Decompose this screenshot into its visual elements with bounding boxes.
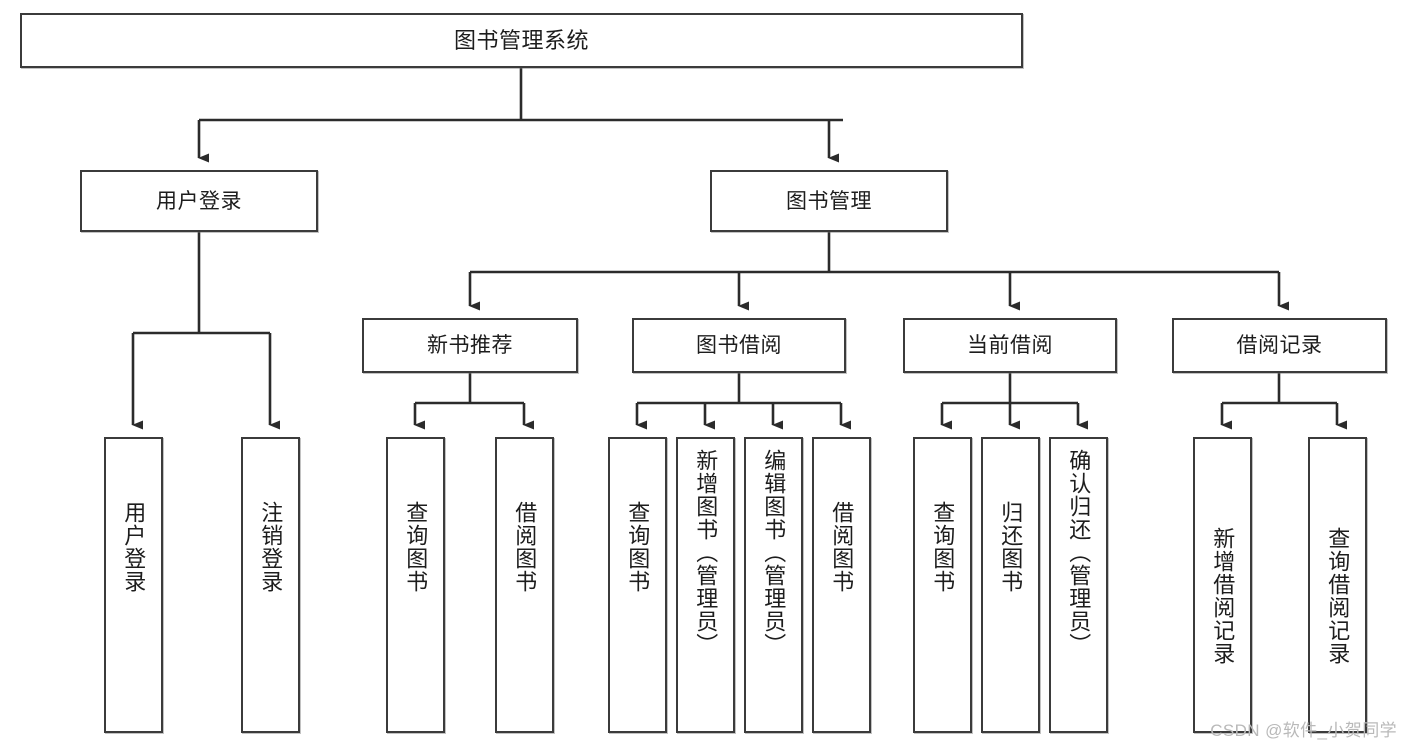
leaf-new-book-query[interactable]: 查询图书 (386, 437, 445, 733)
edges-book-manage-to-level3 (468, 232, 1289, 311)
leaf-query-borrow-record[interactable]: 查询借阅记录 (1308, 437, 1367, 733)
node-label: 查询借阅记录 (1325, 527, 1351, 665)
edges-new-book-to-leaves (413, 373, 534, 430)
node-new-book-recommend[interactable]: 新书推荐 (362, 318, 578, 373)
edges-borrow-record-to-leaves (1220, 373, 1347, 430)
node-label: 图书管理系统 (453, 27, 589, 53)
node-label: 用户登录 (121, 501, 147, 593)
node-label: 查询图书 (930, 501, 956, 593)
node-book-management[interactable]: 图书管理 (710, 170, 948, 232)
node-label: 借阅记录 (1236, 334, 1323, 357)
csdn-watermark: CSDN @软件_小贺同学 (1210, 721, 1397, 740)
edges-user-login-to-leaves (131, 232, 280, 430)
node-label: 用户登录 (156, 189, 242, 213)
node-label: 借阅图书 (829, 501, 855, 593)
leaf-borrow-query-book[interactable]: 查询图书 (608, 437, 667, 733)
node-label: 借阅图书 (512, 501, 538, 593)
leaf-add-book-admin[interactable]: 新增图书（管理员） (676, 437, 735, 733)
leaf-user-login[interactable]: 用户登录 (104, 437, 163, 733)
leaf-edit-book-admin[interactable]: 编辑图书（管理员） (744, 437, 803, 733)
leaf-new-book-borrow[interactable]: 借阅图书 (495, 437, 554, 733)
node-current-borrow[interactable]: 当前借阅 (903, 318, 1117, 373)
node-label: 查询图书 (625, 501, 651, 593)
node-borrow-record[interactable]: 借阅记录 (1172, 318, 1387, 373)
leaf-add-borrow-record[interactable]: 新增借阅记录 (1193, 437, 1252, 733)
node-label: 查询图书 (403, 501, 429, 593)
leaf-confirm-return-admin[interactable]: 确认归还（管理员） (1049, 437, 1108, 733)
node-label: 图书管理 (786, 189, 872, 213)
node-root-system[interactable]: 图书管理系统 (20, 13, 1023, 68)
node-label: 归还图书 (998, 501, 1024, 593)
leaf-logout[interactable]: 注销登录 (241, 437, 300, 733)
node-user-login[interactable]: 用户登录 (80, 170, 318, 232)
leaf-current-query-book[interactable]: 查询图书 (913, 437, 972, 733)
node-label: 注销登录 (258, 501, 284, 593)
node-label: 编辑图书（管理员） (761, 449, 787, 656)
leaf-return-book[interactable]: 归还图书 (981, 437, 1040, 733)
node-label: 新书推荐 (427, 334, 513, 357)
node-label: 图书借阅 (696, 334, 782, 357)
node-label: 确认归还（管理员） (1066, 449, 1092, 656)
node-label: 新增借阅记录 (1210, 527, 1236, 665)
edges-root-to-level2 (197, 68, 843, 163)
edges-book-borrow-to-leaves (635, 373, 851, 430)
edges-current-borrow-to-leaves (940, 373, 1088, 430)
node-label: 新增图书（管理员） (693, 449, 719, 656)
leaf-borrow-book[interactable]: 借阅图书 (812, 437, 871, 733)
node-label: 当前借阅 (967, 334, 1053, 357)
node-book-borrow[interactable]: 图书借阅 (632, 318, 846, 373)
